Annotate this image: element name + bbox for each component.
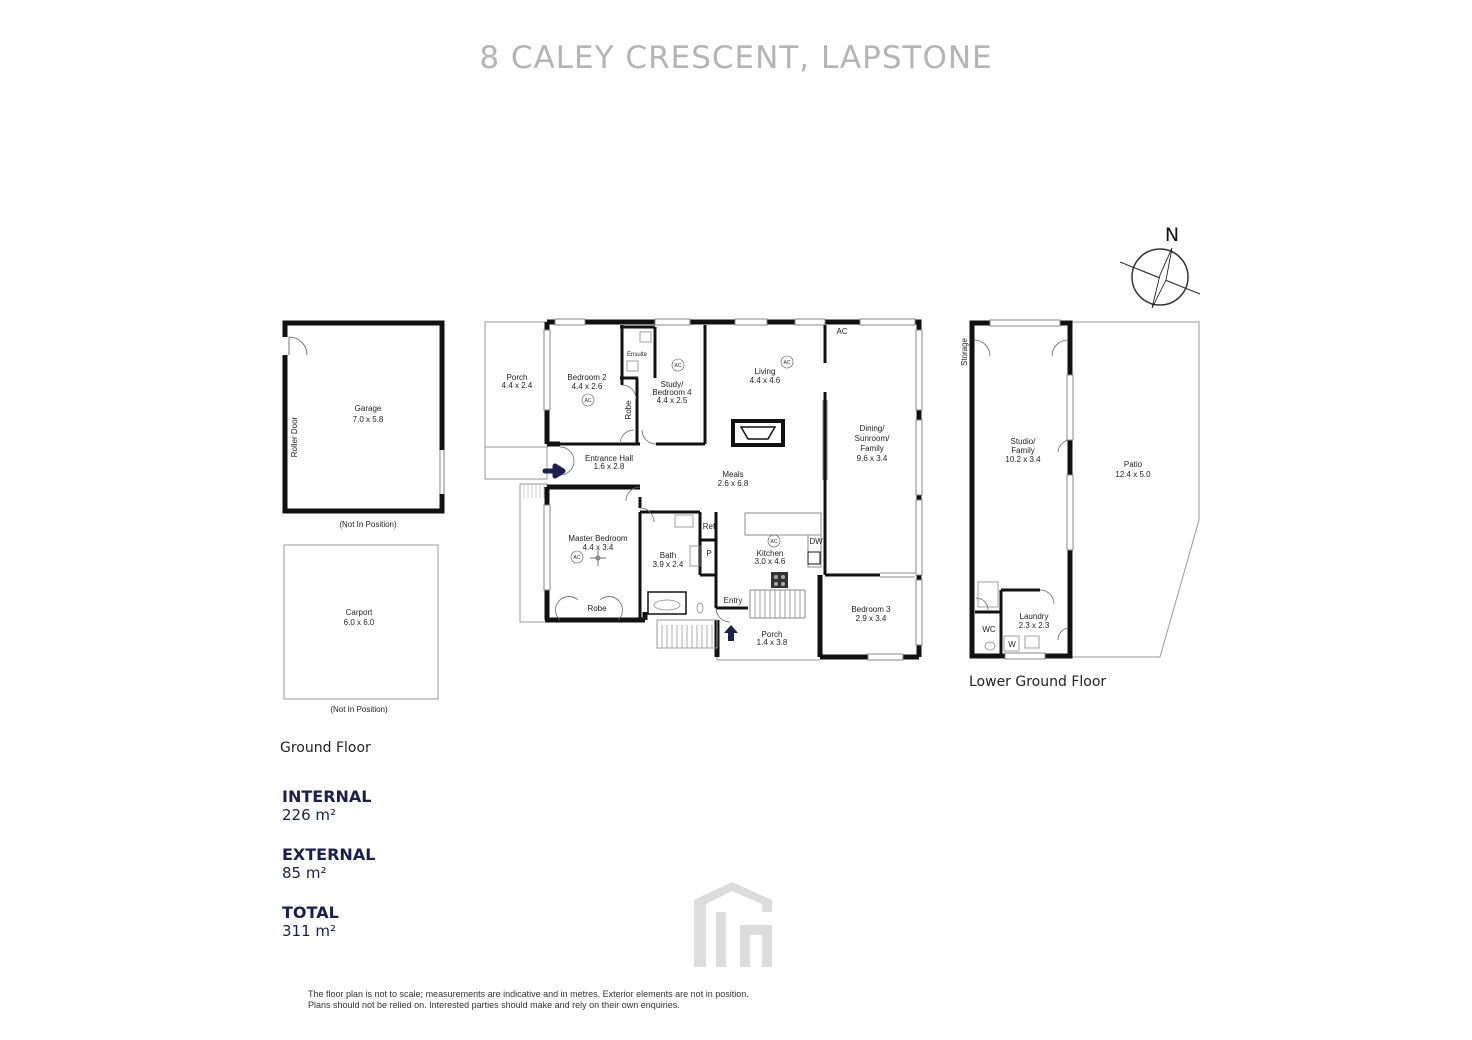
area-external: EXTERNAL 85 m² [282,845,375,883]
carport-name: Carport [346,608,373,617]
area-total: TOTAL 311 m² [282,903,375,941]
meals-name: Meals [722,470,743,479]
garage-not-in-position: (Not In Position) [339,520,397,529]
bedroom2-size: 4.4 x 2.6 [572,382,603,391]
patio-name: Patio [1124,460,1143,469]
carport-size: 6.0 x 6.0 [344,618,375,627]
disclaimer-line-2: Plans should not be relied on. Intereste… [308,1000,680,1010]
bedroom2-name: Bedroom 2 [567,373,607,382]
bath-size: 3.9 x 2.4 [653,560,684,569]
porch-west-name: Porch [507,373,528,382]
ensuite-label: Ensuite [627,352,648,358]
ref-label: Ref [703,522,716,531]
compass-north-label: N [1165,224,1179,246]
area-internal-label: INTERNAL [282,787,372,806]
ground-floor-label: Ground Floor [280,740,371,756]
ac-study: AC [675,363,682,369]
entrance-hall-name: Entrance Hall [585,454,633,463]
area-internal-value: 226 m² [282,806,337,824]
master-name: Master Bedroom [568,534,627,543]
entry-arrow-icon [542,463,566,479]
area-external-label: EXTERNAL [282,845,376,864]
bath-name: Bath [660,551,676,560]
ac-bedroom2: AC [585,398,592,404]
dining-name1: Dining/ [860,424,886,433]
ac-dining: AC [836,327,847,336]
main-house: AC AC AC AC AC AC Porch 4.4 x 2.4 Bedroo… [484,318,923,661]
studio-name1: Studio/ [1011,437,1037,446]
lower-ground: Storage Studio/ Family 10.2 x 3.4 Patio … [960,319,1200,660]
laundry-name: Laundry [1020,612,1049,621]
area-internal: INTERNAL 226 m² [282,787,375,825]
study-size: 4.4 x 2.5 [657,396,688,405]
ac-kitchen: AC [771,539,778,545]
porch-south-size: 1.4 x 3.8 [757,638,788,647]
roller-door-label: Roller Door [290,416,299,457]
robe-label-master: Robe [587,604,607,613]
garage: Garage 7.0 x 5.8 Roller Door (Not In Pos… [281,320,446,529]
entrance-hall-size: 1.6 x 2.8 [594,462,625,471]
area-total-value: 311 m² [282,922,337,940]
ac-living: AC [784,360,791,366]
lower-floor-label: Lower Ground Floor [969,674,1106,690]
area-total-label: TOTAL [282,903,339,922]
kitchen-size: 3.0 x 4.6 [755,557,786,566]
carport: Carport 6.0 x 6.0 (Not In Position) [283,544,439,714]
porch-south-name: Porch [762,630,783,639]
studio-name2: Family [1011,446,1035,455]
dishwasher-label: DW [809,537,823,546]
disclaimer: The floor plan is not to scale; measurem… [308,989,908,1011]
ceiling-fan-icon [590,550,606,566]
wc-label: WC [982,625,996,634]
dining-name2: Sunroom/ [855,434,890,443]
carport-not-in-position: (Not In Position) [330,705,388,714]
study-name2: Bedroom 4 [652,388,692,397]
dining-size: 9.6 x 3.4 [857,454,888,463]
bedroom3-name: Bedroom 3 [851,605,891,614]
living-name: Living [755,367,776,376]
area-summary: INTERNAL 226 m² EXTERNAL 85 m² TOTAL 311… [282,787,375,941]
entry-label: Entry [724,596,743,605]
porch-west-size: 4.4 x 2.4 [502,381,533,390]
meals-size: 2.6 x 6.8 [718,479,749,488]
garage-size: 7.0 x 5.8 [353,415,384,424]
ac-master: AC [574,555,581,561]
studio-size: 10.2 x 3.4 [1005,455,1041,464]
robe-label-bed2: Robe [624,400,633,420]
washer-label: W [1008,640,1016,649]
area-external-value: 85 m² [282,864,327,882]
pantry-label: P [706,549,711,558]
laundry-size: 2.3 x 2.3 [1019,621,1050,630]
bedroom3-size: 2.9 x 3.4 [856,614,887,623]
logo-icon [694,882,772,967]
study-name1: Study/ [661,380,684,389]
dining-name3: Family [860,444,884,453]
storage-label: Storage [960,337,969,366]
master-size: 4.4 x 3.4 [583,543,614,552]
disclaimer-line-1: The floor plan is not to scale; measurem… [308,989,749,999]
living-size: 4.4 x 4.6 [750,376,781,385]
page-title: 8 CALEY CRESCENT, LAPSTONE [479,40,993,76]
kitchen-name: Kitchen [757,549,784,558]
patio-size: 12.4 x 5.0 [1115,470,1151,479]
compass-icon: N [1119,224,1201,309]
garage-name: Garage [355,404,382,413]
